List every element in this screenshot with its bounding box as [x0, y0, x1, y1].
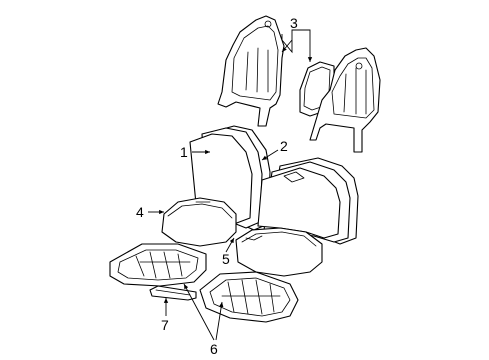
callout-7: 7	[161, 317, 169, 333]
right-cushion-frame	[199, 271, 299, 323]
left-cushion-frame	[109, 243, 207, 287]
callout-labels: 1 2 3 4 5 6 7	[136, 15, 298, 357]
trim-bracket	[149, 285, 197, 301]
right-seat-cushion	[235, 227, 323, 277]
callout-3: 3	[290, 15, 298, 31]
leader-lines	[148, 29, 313, 341]
right-seatback-frames	[299, 47, 381, 153]
callout-2: 2	[280, 138, 288, 154]
right-seatback-cushion	[257, 157, 359, 245]
callout-1: 1	[180, 144, 188, 160]
left-seatback-frame	[217, 15, 285, 127]
callout-5: 5	[222, 251, 230, 267]
callout-4: 4	[136, 204, 144, 220]
left-seat-cushion	[161, 197, 237, 247]
callout-6: 6	[210, 341, 218, 357]
